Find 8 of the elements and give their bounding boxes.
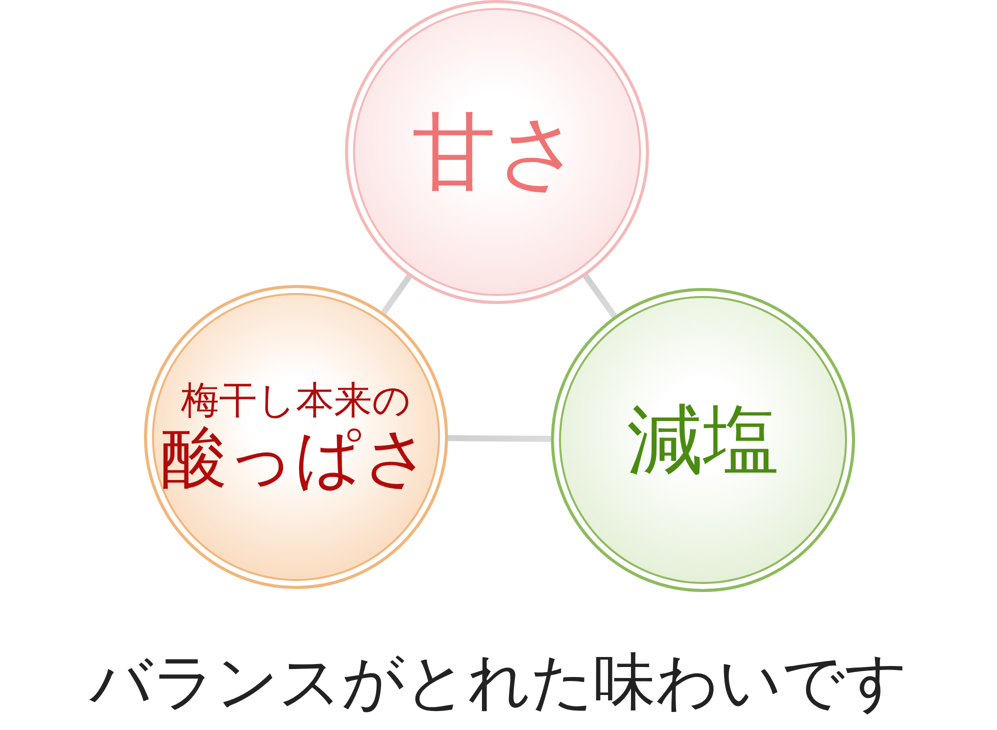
circle-label: 甘さ <box>412 106 582 198</box>
caption: バランスがとれた味わいです <box>88 644 908 720</box>
connector-line <box>448 435 552 442</box>
circle-label: 減塩 <box>627 398 779 482</box>
connector-line <box>582 274 618 318</box>
circle-label: 梅干し本来の <box>181 380 411 422</box>
connector-line <box>381 274 412 315</box>
circle-label: 酸っぱさ <box>161 422 431 494</box>
